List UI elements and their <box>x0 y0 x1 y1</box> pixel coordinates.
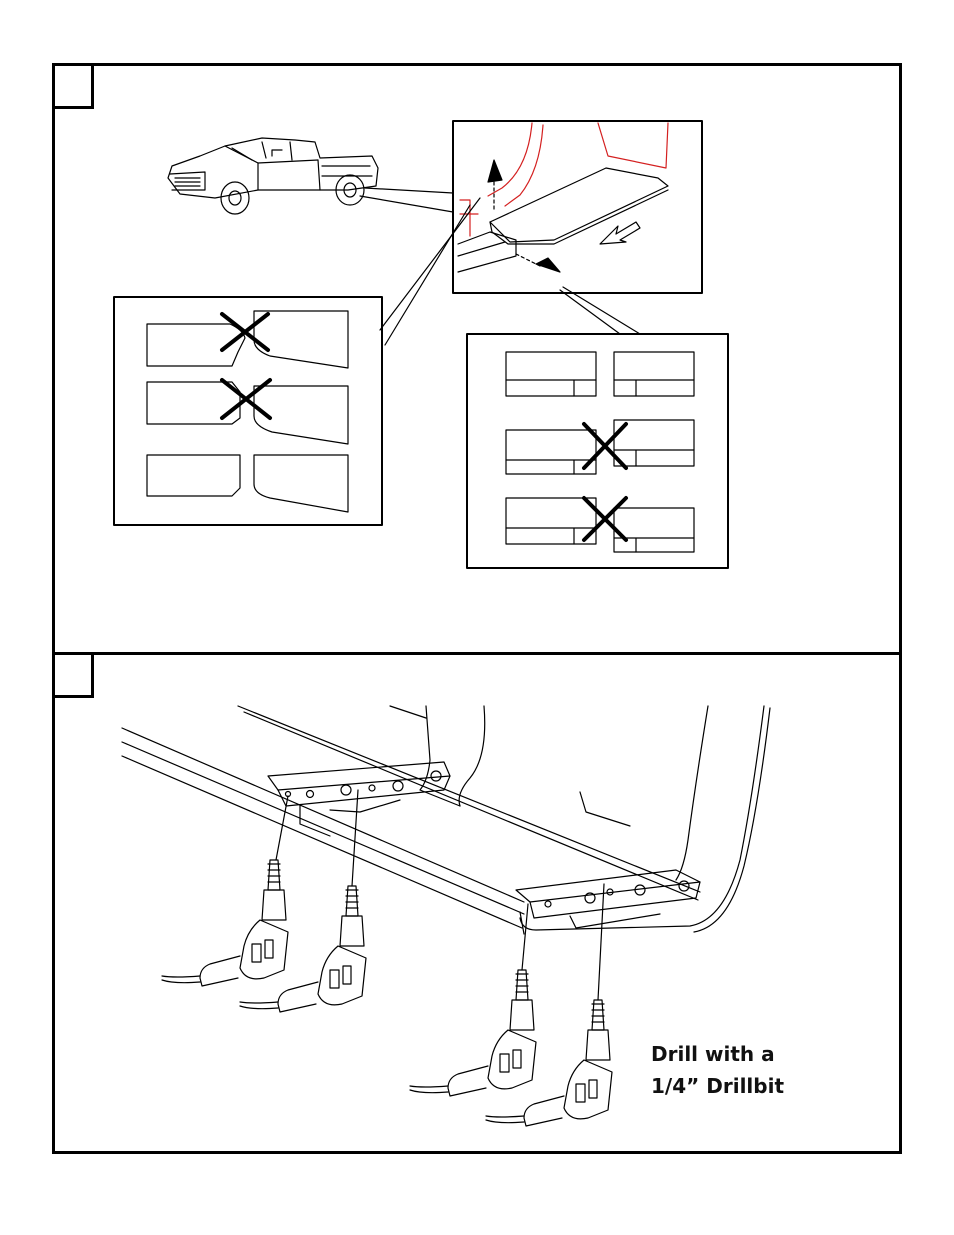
caption-line-2: 1/4” Drillbit <box>651 1070 784 1102</box>
wrong-x-mark-icon <box>222 314 626 540</box>
running-board-icon <box>122 706 770 934</box>
bracket-detail-icon <box>453 121 702 293</box>
drill-instruction-caption: Drill with a 1/4” Drillbit <box>651 1038 784 1102</box>
pickup-truck-icon <box>168 138 378 214</box>
caption-line-1: Drill with a <box>651 1038 784 1070</box>
